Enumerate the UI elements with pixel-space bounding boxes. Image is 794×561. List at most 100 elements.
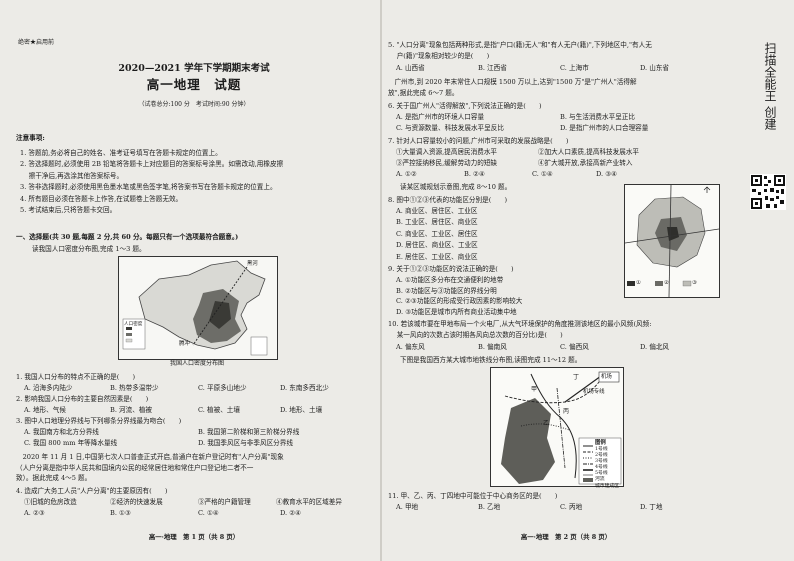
q4-item-3: ③严格的户籍管理 xyxy=(198,498,251,506)
passage-line: 致）。据此完成 4～5 题。 xyxy=(16,474,92,482)
subject-title: 高一地理 试题 xyxy=(146,77,242,92)
passage-line: 2020 年 11 月 1 日,中国第七次人口普查正式开启,普通户在新户登记时有… xyxy=(16,453,284,461)
passage-line: 广州市,到 2020 年末常住人口规模 1500 万以上,达到"1500 万"是… xyxy=(388,78,637,86)
notice-list: 1. 答题前,务必将自己的姓名、准考证号填写在答题卡规定的位置上。 2. 答选择… xyxy=(20,148,283,216)
question-1: 1. 我国人口分布的特点不正确的是( ) xyxy=(16,373,136,381)
q6-option-c: C. 与资源数量、科技发展水平呈反比 xyxy=(396,124,504,132)
map3-label-airport-line: 机场专线 xyxy=(583,389,605,395)
q2-option-b: B. 河流、植被 xyxy=(110,406,153,414)
city-map-graphic xyxy=(624,184,720,298)
notice-heading: 注意事项: xyxy=(16,134,45,142)
section-heading: 一、选择题(共 30 题,每题 2 分,共 60 分。每题只有一个选项最符合题意… xyxy=(16,233,239,241)
notice-item: 4. 所有题目必须在答题卡上作答,在试题卷上答题无效。 xyxy=(20,194,183,203)
map3-legend-list: 1号线 2号线 3号线 4号线 5号线 河流 城市建成区 xyxy=(595,447,619,490)
passage-line: （人户分离是指中华人民共和国境内公民的经常居住地和常住户口登记地二者不一 xyxy=(16,463,254,472)
q9-option-b: B. ②功能区与③功能区的界线分明 xyxy=(396,286,497,295)
q4-option-a: A. ②③ xyxy=(24,509,45,517)
notice-item: 2. 答选择题时,必须使用 2B 铅笔将答题卡上对应题目的答案标号涂黑。如需改动… xyxy=(20,160,284,169)
question-6: 6. 关于国广州人"活得解放",下列说法正确的是( ) xyxy=(388,102,542,110)
q5-option-d: D. 山东省 xyxy=(640,64,670,72)
q1-option-d: D. 东南多西北少 xyxy=(280,384,329,392)
map2-intro: 读某区城规划示意图,完成 8～10 题。 xyxy=(400,183,512,191)
q9-options: A. ①功能区多分布在交通便利的地带 B. ②功能区与③功能区的界线分明 C. … xyxy=(396,275,522,317)
q9-option-d: D. ③功能区是城市内所有商业活动集中地 xyxy=(396,307,517,316)
map-label-tengchong: 腾冲 xyxy=(179,341,190,347)
legend-item: 1号线 xyxy=(595,447,608,452)
legend-item: 4号线 xyxy=(595,465,608,471)
question-10: 10. 若该城市要在甲地布局一个火电厂,从大气环境保护的角度推测该地区的最小风频… xyxy=(388,319,651,340)
map3-label-airport: 机场 xyxy=(601,374,612,380)
question-line: 某一风向的次数占该时期各风向总次数的百分比)是( ) xyxy=(388,330,563,339)
city-planning-map: ① ② ③ xyxy=(624,184,720,298)
exam-title: 2020—2021 学年下学期期末考试 xyxy=(118,63,270,74)
q3-option-c: C. 我国 800 mm 年等降水量线 xyxy=(24,439,118,447)
q4-item-2: ②经济的快速发展 xyxy=(110,498,163,506)
map3-label-bing: 丙 xyxy=(563,408,570,415)
q2-option-d: D. 地形、土壤 xyxy=(280,406,323,414)
population-density-map: 黑河 腾冲 人口密度 xyxy=(118,256,278,360)
question-4: 4. 造成广大务工人员"人户分离"的主要原因有( ) xyxy=(16,487,168,495)
notice-item: 3. 答非选择题时,必须使用黑色墨水笔或黑色签字笔,将答案书写在答题卡规定的位置… xyxy=(20,183,277,192)
qr-code-icon xyxy=(750,174,786,210)
q11-option-b: B. 乙地 xyxy=(478,503,501,511)
legend-item: 3号线 xyxy=(595,459,608,465)
q1-option-c: C. 平原多山地少 xyxy=(198,384,247,392)
map2-legend-2: ② xyxy=(664,280,669,286)
q11-option-c: C. 丙地 xyxy=(560,503,583,511)
q4-option-b: B. ①③ xyxy=(110,509,131,517)
passage-line: 放",据此完成 6～7 题。 xyxy=(388,88,459,97)
question-line: 户(籍)"现象相对较少的是( ) xyxy=(388,51,490,60)
confidential-mark: 绝密★启用前 xyxy=(18,39,55,46)
question-8: 8. 图中①②③代表的功能区分别是( ) xyxy=(388,196,508,204)
q1-option-b: B. 热带多温带少 xyxy=(110,384,159,392)
q7-option-b: B. ②④ xyxy=(464,170,485,178)
notice-item: 擦干净后,再选涂其他答案标号。 xyxy=(20,171,124,180)
q9-option-c: C. ②③功能区的形成受行政因素的影响较大 xyxy=(396,297,523,306)
map1-caption: 我国人口密度分布图 xyxy=(169,360,224,367)
q6-option-b: B. 与生活消费水平呈正比 xyxy=(560,113,635,121)
q10-option-b: B. 偏南风 xyxy=(478,343,507,351)
q5-option-b: B. 江西省 xyxy=(478,64,507,72)
left-page: 绝密★启用前 2020—2021 学年下学期期末考试 高一地理 试题 （试卷总分… xyxy=(14,0,374,561)
q3-option-a: A. 我国南方和北方分界线 xyxy=(24,428,99,436)
legend-item: 城市建成区 xyxy=(595,483,619,489)
q2-option-c: C. 植被、土壤 xyxy=(198,406,240,414)
q4-option-d: D. ②④ xyxy=(280,509,302,517)
metro-map-graphic xyxy=(491,368,623,486)
question-2: 2. 影响我国人口分布的主要自然因素是( ) xyxy=(16,395,149,403)
q4-item-4: ④教育水平的区域差异 xyxy=(276,498,342,506)
question-5: 5. "人口分离"现象包括两种形式,是指"户口(籍)无人"和"有人无户(籍)",… xyxy=(388,40,652,61)
q11-option-d: D. 丁地 xyxy=(640,503,663,511)
q3-option-b: B. 我国第二阶梯和第三阶梯分界线 xyxy=(198,428,300,436)
q8-option-a: A. 商业区、居住区、工业区 xyxy=(396,207,478,215)
map3-label-jia: 甲 xyxy=(531,386,538,393)
q11-option-a: A. 甲地 xyxy=(396,503,419,511)
legend-item: 2号线 xyxy=(595,453,608,459)
page-footer-right: 高一·地理 第 2 页（共 8 页） xyxy=(520,533,612,541)
q8-option-e: E. 居住区、工业区、商业区 xyxy=(396,252,478,261)
question-line: 10. 若该城市要在甲地布局一个火电厂,从大气环境保护的角度推测该地区的最小风频… xyxy=(388,320,652,328)
question-11: 11. 甲、乙、丙、丁四地中可能位于中心商务区的是( ) xyxy=(388,492,558,500)
passage-census: 2020 年 11 月 1 日,中国第七次人口普查正式开启,普通户在新户登记时有… xyxy=(16,452,284,484)
q8-option-c: C. 商业区、工业区、居住区 xyxy=(396,229,478,238)
map3-legend-title: 图例 xyxy=(595,440,606,446)
q8-option-b: B. 工业区、居住区、商业区 xyxy=(396,218,478,227)
map3-intro: 下图是我国西方某大城市地铁线分布图,读图完成 11～12 题。 xyxy=(400,356,582,364)
map-legend-title: 人口密度 xyxy=(124,322,143,327)
passage-guangzhou: 广州市,到 2020 年末常住人口规模 1500 万以上,达到"1500 万"是… xyxy=(388,77,637,98)
notice-item: 5. 考试结束后,只将答题卡交回。 xyxy=(20,206,117,215)
q10-option-d: D. 偏北风 xyxy=(640,343,670,351)
question-line: 5. "人口分离"现象包括两种形式,是指"户口(籍)无人"和"有人无户(籍)",… xyxy=(388,41,652,49)
q7-item-1: ①大量调入资源,提高居民消费水平 xyxy=(396,148,498,156)
score-time: （试卷总分:100 分 考试时间:90 分钟） xyxy=(138,101,250,108)
q9-option-a: A. ①功能区多分布在交通便利的地带 xyxy=(396,276,504,284)
q7-item-2: ②加大人口素质,提高科技发展水平 xyxy=(538,148,640,156)
map2-legend-1: ① xyxy=(636,280,641,286)
map3-label-yi: 乙 xyxy=(543,420,550,427)
map2-legend-3: ③ xyxy=(692,280,697,286)
page-fold xyxy=(380,0,382,561)
metro-line-map: 甲 乙 丙 丁 机场 机场专线 图例 1号线 2号线 3号线 4号线 5号线 河… xyxy=(490,367,624,490)
q7-item-3: ③严控接纳移民,缓解劳动力的短缺 xyxy=(396,159,498,167)
map1-intro: 读我国人口密度分布图,完成 1～3 题。 xyxy=(32,245,146,253)
